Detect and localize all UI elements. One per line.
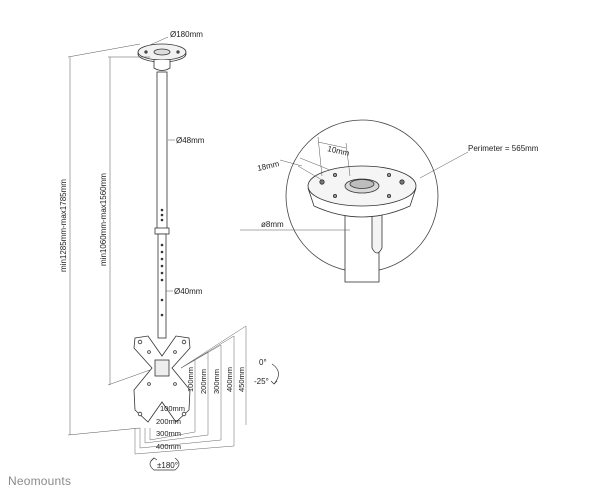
lower-tube-diameter-label: Ø40mm [174,287,203,296]
vesa-horizontal-200: 200mm [156,417,181,426]
total-height-label: min1285mm-max1785mm [59,179,68,272]
detail-dimension-lines [240,136,469,231]
brand-logo: Neomounts [8,474,72,488]
vesa-vertical-100: 100mm [186,367,195,392]
flange-thickness-label: 18mm [256,159,280,173]
vesa-horizontal-300: 300mm [156,429,181,438]
vesa-dimension-lines [134,325,247,455]
lower-tube [157,233,167,339]
ceiling-plate-diameter-label: Ø180mm [170,30,203,39]
tube-height-label: min1060mm-max1560mm [99,173,108,266]
vesa-plate [133,335,191,423]
vesa-vertical-400: 400mm [225,367,234,392]
swivel-arrow [149,457,180,471]
ceiling-plate [137,43,187,79]
detail-flange [307,165,417,283]
height-dimension-lines [67,43,151,436]
vesa-vertical-300: 300mm [212,369,221,394]
screw-diameter-label: ø8mm [261,220,284,229]
tilt-bottom-label: -25° [254,377,269,386]
tilt-top-label: 0° [259,358,267,367]
vesa-vertical-450: 450mm [237,367,246,392]
perimeter-label: Perimeter = 565mm [468,144,539,153]
vesa-vertical-200: 200mm [199,369,208,394]
upper-tube [154,71,170,235]
swivel-label: ±180° [157,461,178,470]
tilt-arrow [270,363,279,385]
upper-tube-diameter-label: Ø48mm [176,136,205,145]
vesa-horizontal-100: 100mm [160,404,185,413]
vesa-horizontal-400: 400mm [156,442,181,451]
